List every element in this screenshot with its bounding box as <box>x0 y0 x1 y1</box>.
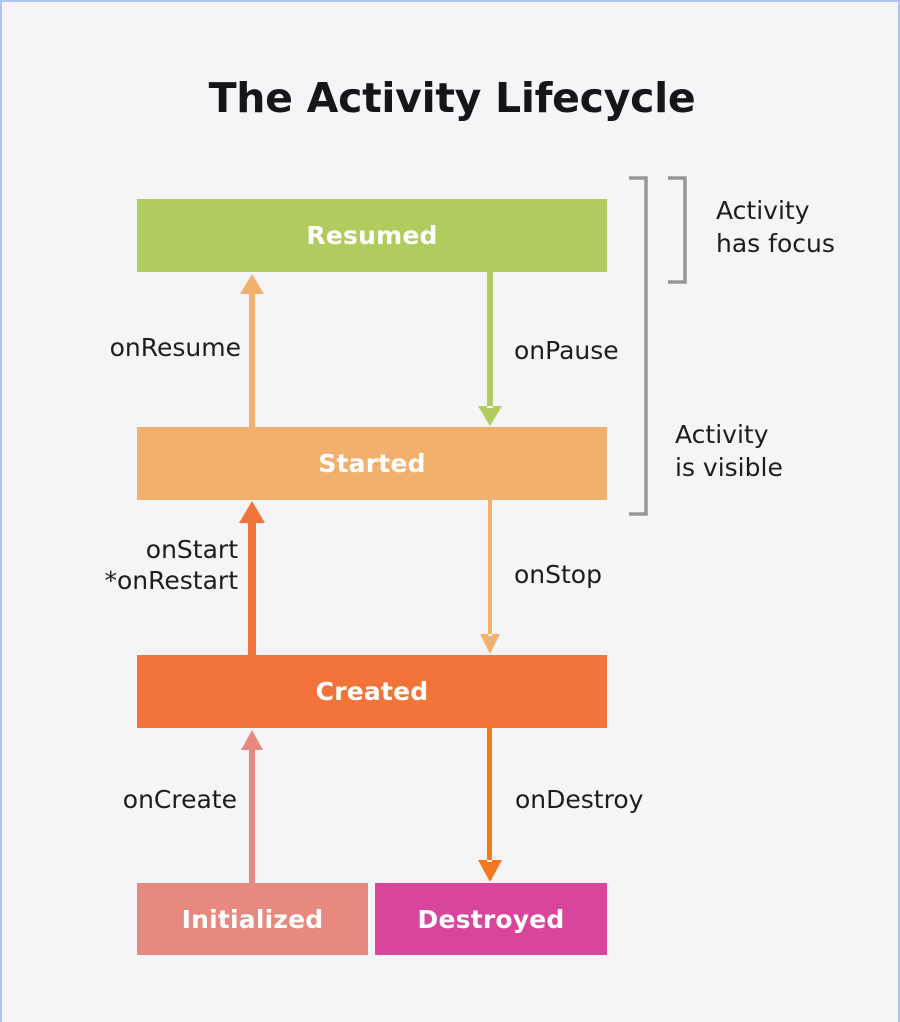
transition-label-onpause: onPause <box>514 336 619 365</box>
transition-label-onstart: onStart *onRestart <box>104 535 239 595</box>
arrow-down-onstop <box>476 498 504 658</box>
arrow-down-ondestroy <box>476 726 504 886</box>
transition-label-ondestroy: onDestroy <box>515 785 644 814</box>
bracket-is-visible <box>627 176 651 516</box>
annotation-label-is-visible: Activity is visible <box>675 420 783 482</box>
state-label-started: Started <box>318 449 426 478</box>
annotation-label-has-focus: Activity has focus <box>716 196 835 258</box>
transition-label-onresume: onResume <box>109 333 241 362</box>
bracket-has-focus <box>666 176 690 284</box>
state-label-created: Created <box>315 677 429 706</box>
arrow-down-onpause <box>476 270 504 430</box>
state-box-destroyed: Destroyed <box>375 883 607 955</box>
transition-label-oncreate: onCreate <box>122 785 237 814</box>
state-label-resumed: Resumed <box>306 221 438 250</box>
state-box-created: Created <box>137 655 607 728</box>
state-box-started: Started <box>137 427 607 500</box>
state-box-resumed: Resumed <box>137 199 607 272</box>
state-label-initialized: Initialized <box>181 904 324 934</box>
arrow-up-onstart <box>238 498 266 658</box>
arrow-up-oncreate <box>238 726 266 886</box>
page-title: The Activity Lifecycle <box>208 74 696 122</box>
transition-label-onstop: onStop <box>514 560 602 589</box>
state-label-destroyed: Destroyed <box>417 904 565 934</box>
state-box-initialized: Initialized <box>137 883 368 955</box>
arrow-up-onresume <box>238 270 266 430</box>
